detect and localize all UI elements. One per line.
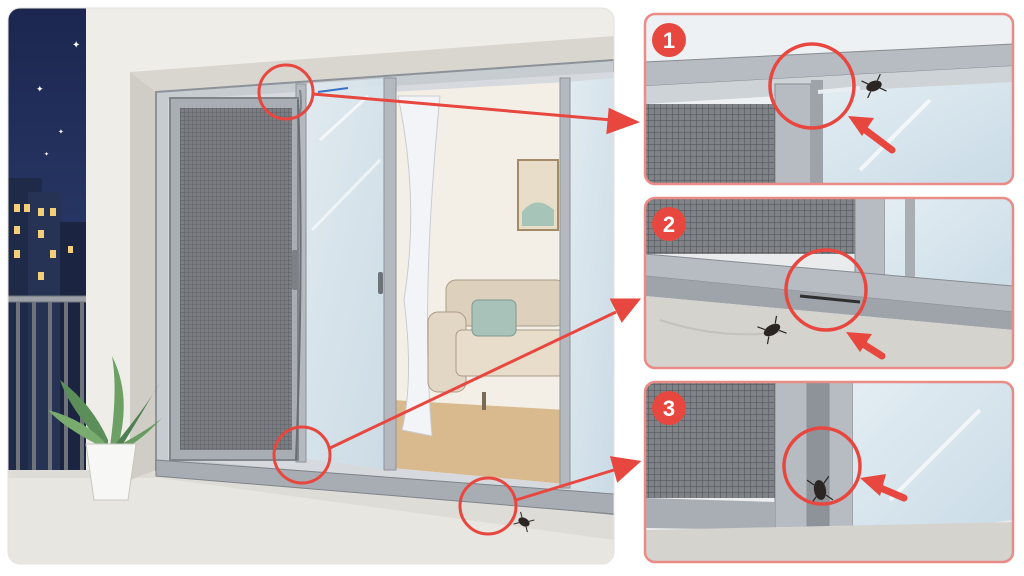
svg-text:1: 1 xyxy=(663,28,675,53)
connector-arrows xyxy=(312,92,642,502)
cockroach-icon xyxy=(757,315,787,345)
svg-text:✦: ✦ xyxy=(36,85,44,95)
svg-text:✦: ✦ xyxy=(72,40,80,51)
screen-door xyxy=(169,97,302,461)
sliding-door-frame xyxy=(155,58,614,516)
panel-3-pointer-arrow xyxy=(860,474,908,502)
badge-1: 1 xyxy=(652,23,686,57)
badge-2: 2 xyxy=(652,207,686,241)
detail-panel-3: 3 xyxy=(643,380,1015,564)
main-scene: ✦ ✦ ✦ ✦ xyxy=(8,8,614,564)
panel-2-pointer-arrow xyxy=(846,332,886,360)
potted-plant xyxy=(48,356,162,501)
highlight-circle-top-gap xyxy=(257,63,315,121)
svg-text:2: 2 xyxy=(663,212,675,237)
detail-panel-2: 2 xyxy=(643,196,1015,370)
badge-3: 3 xyxy=(652,391,686,425)
highlight-circle-bottom-gap xyxy=(272,425,332,485)
panel-1-highlight-circle xyxy=(768,42,856,130)
svg-text:✦: ✦ xyxy=(58,128,64,136)
panel-3-highlight-circle xyxy=(782,426,862,506)
panel-2-highlight-circle xyxy=(784,248,868,332)
main-scene-border xyxy=(7,7,615,565)
panel-1-pointer-arrow xyxy=(848,116,896,154)
detail-panel-1: 1 xyxy=(643,12,1015,186)
svg-text:3: 3 xyxy=(663,396,675,421)
cockroach-icon xyxy=(513,511,535,533)
highlight-circle-track-gap xyxy=(458,476,518,536)
cockroach-icon xyxy=(861,73,887,99)
svg-text:✦: ✦ xyxy=(44,151,49,158)
